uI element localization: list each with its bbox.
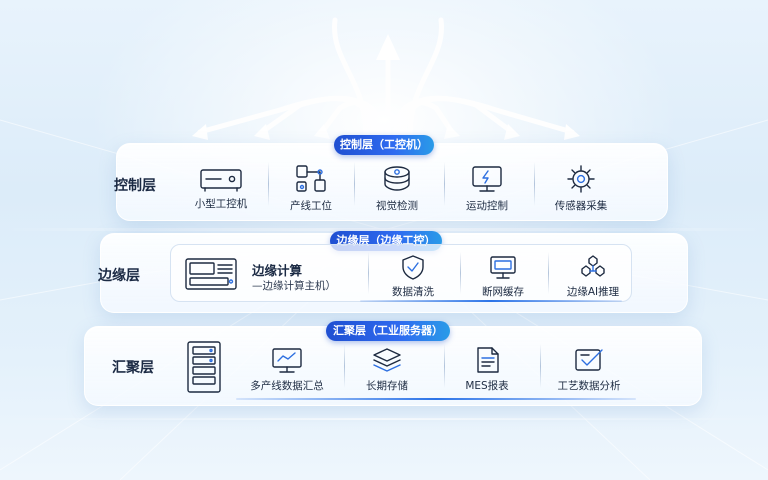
data-monitor-icon — [272, 348, 302, 373]
edge-item-data-cleaning: 数据清洗 — [368, 254, 458, 299]
workstation-icon — [296, 165, 326, 192]
control-layer-label: 控制层 — [114, 178, 156, 194]
divider — [444, 162, 445, 206]
aggregate-layer-badge: 汇聚层（工业服务器） — [326, 321, 450, 341]
aggregate-layer-underline — [236, 398, 636, 400]
monitor-icon — [490, 256, 516, 279]
control-item-vision: 视觉检测 — [352, 164, 442, 213]
edge-item-ai-inference: 边缘AI推理 — [548, 254, 638, 299]
edge-layer-underline — [360, 300, 622, 302]
aggregate-item-label: MES报表 — [465, 380, 509, 392]
divider — [344, 344, 345, 388]
aggregate-item-process-analysis: 工艺数据分析 — [544, 346, 634, 393]
edge-compute-title: 边缘计算 — [252, 263, 303, 278]
server-rack-icon — [187, 341, 221, 393]
aggregate-item-mes-report: MES报表 — [442, 346, 532, 393]
divider — [460, 252, 461, 294]
edge-item-label: 边缘AI推理 — [566, 286, 620, 298]
edge-layer-label: 边缘层 — [98, 268, 140, 284]
aggregate-item-multi-line: 多产线数据汇总 — [242, 346, 332, 393]
control-item-label: 产线工位 — [290, 200, 332, 212]
control-item-label: 运动控制 — [466, 200, 508, 212]
mini-ipc-icon — [200, 169, 242, 192]
divider — [534, 162, 535, 206]
motion-control-icon — [472, 166, 502, 192]
aggregate-item-storage: 长期存储 — [342, 346, 432, 393]
divider — [268, 162, 269, 206]
aggregate-item-label: 多产线数据汇总 — [250, 380, 324, 392]
edge-item-label: 断网缓存 — [482, 286, 524, 298]
edge-compute-box — [170, 244, 632, 302]
divider — [368, 252, 369, 294]
storage-stack-icon — [373, 348, 401, 372]
control-item-label: 视觉检测 — [376, 200, 418, 212]
aggregate-item-label: 长期存储 — [366, 380, 408, 392]
edge-item-label: 数据清洗 — [392, 286, 434, 298]
control-item-workstation: 产线工位 — [266, 164, 356, 213]
analysis-check-icon — [575, 349, 603, 371]
control-layer-panel — [116, 143, 668, 221]
divider — [548, 252, 549, 294]
control-item-label: 传感器采集 — [554, 200, 608, 212]
vision-inspection-icon — [384, 166, 410, 191]
divider — [540, 344, 541, 388]
control-item-label: 小型工控机 — [194, 198, 248, 210]
control-layer-badge: 控制层（工控机） — [334, 135, 434, 155]
aggregate-layer-label: 汇聚层 — [112, 360, 154, 376]
aggregate-item-label: 工艺数据分析 — [557, 380, 621, 392]
shield-check-icon — [402, 255, 424, 280]
data-flow-arrows — [192, 17, 580, 140]
control-item-motion: 运动控制 — [442, 164, 532, 213]
sensor-gear-icon — [567, 165, 595, 193]
divider — [444, 344, 445, 388]
ai-cube-icon — [581, 255, 605, 277]
edge-host-icon — [185, 258, 237, 290]
report-doc-icon — [477, 347, 499, 373]
control-item-sensor: 传感器采集 — [536, 164, 626, 213]
control-item-mini-ipc: 小型工控机 — [176, 166, 266, 211]
edge-item-offline-cache: 断网缓存 — [458, 254, 548, 299]
edge-compute-subtitle: —边缘计算主机） — [252, 280, 336, 292]
divider — [354, 162, 355, 206]
